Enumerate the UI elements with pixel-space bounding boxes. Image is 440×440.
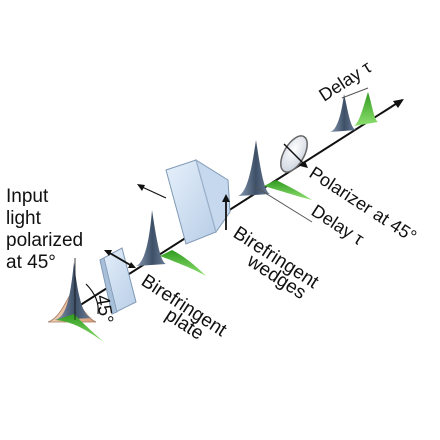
input-label-line1: Input	[6, 186, 49, 207]
angle-arc	[85, 283, 99, 315]
birefringent-wedges	[137, 158, 231, 245]
pulse-after-plate	[136, 210, 206, 276]
beam-arrowhead	[393, 99, 404, 108]
birefringent-plate	[99, 247, 137, 315]
plate-axis-arrow	[107, 251, 133, 267]
input-label-line3: polarized	[6, 230, 83, 251]
delay-lower-line	[253, 185, 313, 223]
output-pulse-green	[354, 92, 378, 126]
angle-label: 45°	[91, 293, 117, 325]
input-label-line2: light	[6, 208, 42, 229]
polarizer-axis	[283, 143, 307, 167]
wedge-diagonal-arrowhead	[137, 184, 145, 191]
wedge-axis-arrowhead	[222, 194, 230, 202]
input-pulse-blue	[54, 262, 92, 320]
polarizer	[280, 135, 308, 173]
pulse-after-wedges-blue	[238, 140, 270, 196]
pulse-after-wedges	[238, 140, 312, 200]
input-pulse-green	[56, 314, 104, 342]
output-pulses	[330, 92, 378, 132]
pulse-after-plate-blue	[136, 210, 166, 266]
plate-arrowhead-b	[128, 262, 136, 268]
input-pulse	[47, 258, 104, 342]
wedge-divider	[195, 159, 217, 233]
input-label-line4: at 45°	[6, 252, 56, 273]
wedge-axis-diagonal	[139, 185, 167, 199]
pulse-after-plate-green	[160, 250, 206, 276]
plate-edge	[99, 257, 118, 315]
delay-upper-label: Delay τ	[315, 57, 375, 105]
plate-arrowhead-a	[104, 250, 112, 256]
output-pulse-blue	[330, 94, 356, 132]
pulse-after-wedges-green	[264, 180, 312, 200]
delay-upper-line	[341, 87, 369, 99]
polarizer-axis-arrowhead	[300, 161, 308, 168]
